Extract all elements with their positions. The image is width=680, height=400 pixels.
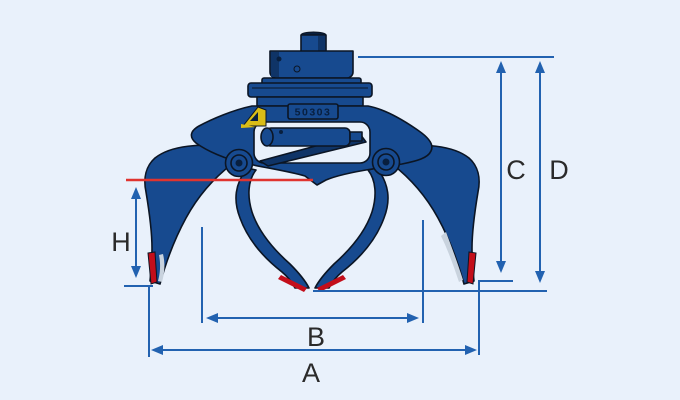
model-plate [287, 103, 339, 120]
left-claw-highlight [158, 254, 165, 282]
dim-label-d: D [549, 155, 569, 185]
grapple-machine: 50303 [144, 31, 480, 292]
dimension-h [131, 187, 141, 278]
manufacturer-triangle-logo-icon [241, 106, 267, 128]
rotator-pin-shade [318, 36, 325, 52]
dim-label-c: C [506, 155, 526, 185]
right-inner-claw [314, 167, 389, 289]
left-pivot-boss [224, 148, 254, 178]
cylinder-port-icon [279, 130, 283, 134]
dim-label-h: H [111, 227, 131, 257]
left-outer-blade-tip [147, 251, 158, 285]
dim-label-a: A [302, 358, 320, 388]
mounting-flange [247, 82, 373, 98]
dim-label-b: B [307, 322, 325, 352]
rotator-body-shade [271, 52, 279, 77]
rotator-body [269, 50, 354, 79]
left-inner-blade-tip [278, 275, 307, 292]
dimension-d [535, 61, 545, 283]
right-inner-blade-tip [317, 275, 346, 292]
dimension-a [151, 345, 477, 355]
model-text: 50303 [295, 107, 332, 119]
dimension-annotations: C D H B A [111, 56, 569, 388]
rotator-bolt-icon [293, 65, 301, 73]
hydraulic-cylinder [265, 127, 351, 147]
right-pivot-boss [371, 147, 401, 177]
dimension-c [496, 61, 506, 273]
right-claw-highlight [441, 232, 463, 282]
rotator-bolt-icon [276, 56, 282, 62]
cylinder-rod [349, 131, 363, 142]
left-inner-claw [235, 167, 310, 289]
cylinder-cap [260, 127, 274, 147]
dimension-b [206, 313, 419, 323]
right-outer-blade-tip [466, 251, 477, 285]
